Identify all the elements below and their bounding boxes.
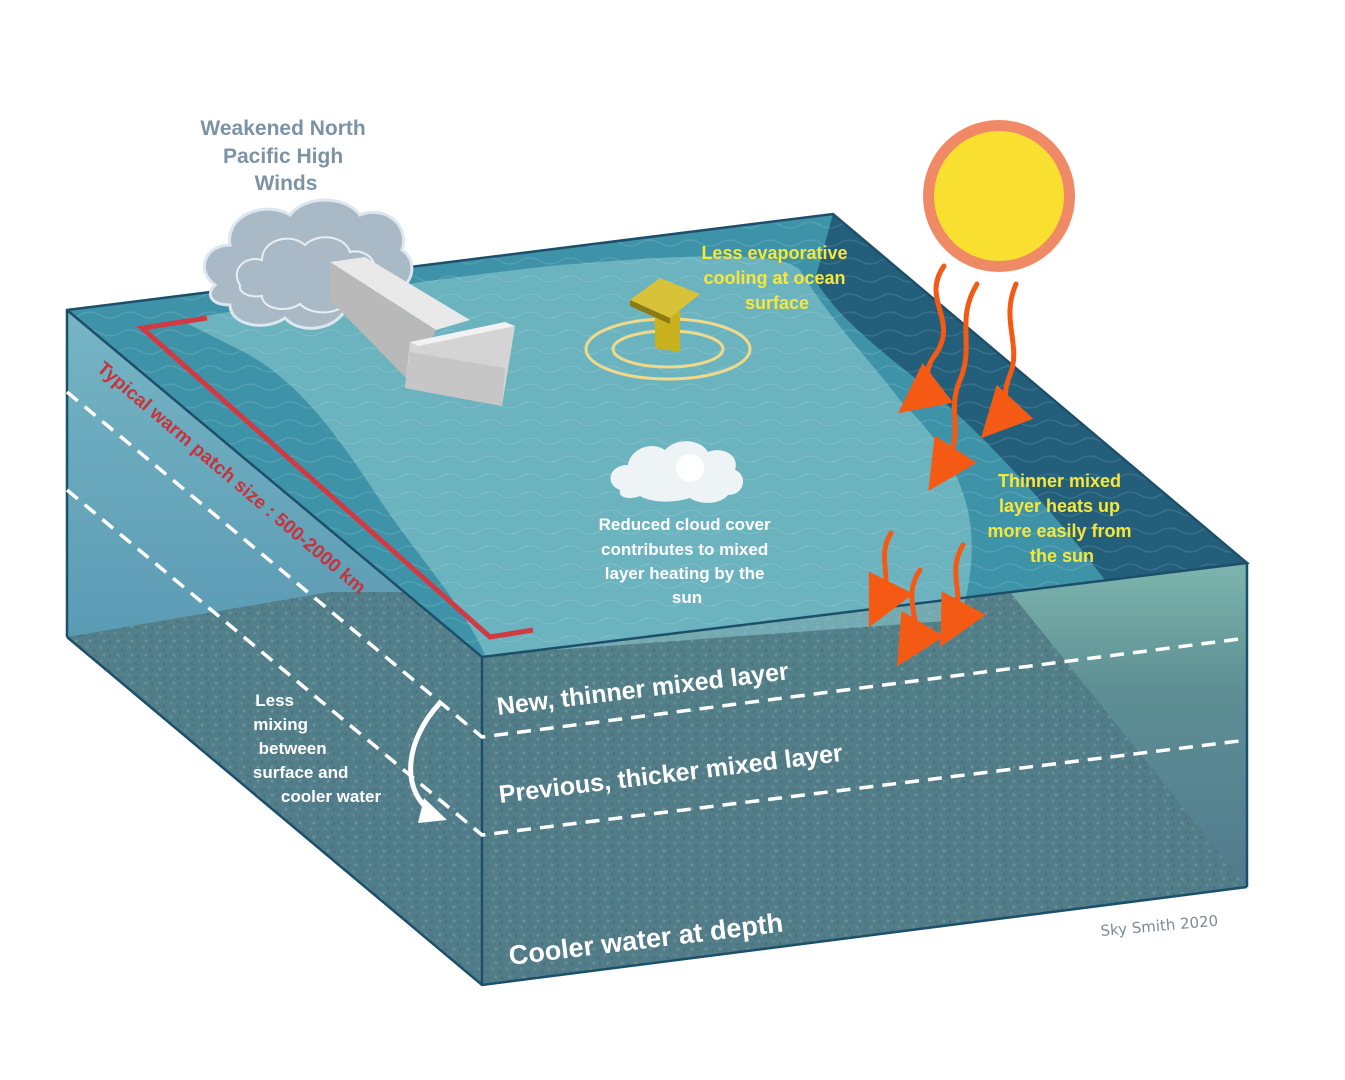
mixing-label: Less mixing between surface and cooler w… [253,691,382,806]
sun-icon [921,118,1077,274]
winds-label: Weakened North Pacific High Winds [200,117,371,195]
evaporation-label: Less evaporative cooling at ocean surfac… [701,243,852,313]
seafloor-gravel [67,592,1247,985]
cloud-cover-label: Reduced cloud cover contributes to mixed… [599,515,776,607]
sun-rays [868,263,1034,667]
evaporation-arrow-icon [630,278,700,352]
reduced-cloud-icon [610,441,744,503]
wind-arrow [330,257,515,406]
patch-size-bracket [136,315,534,640]
thinner-layer-label: Thinner mixed layer heats up more easily… [987,471,1136,566]
box-edges [65,212,1250,987]
new-layer-boundary [65,390,1248,739]
credit-label: Sky Smith 2020 [1100,912,1219,940]
previous-layer-boundary [65,488,1248,837]
layer-boundaries [65,390,1248,837]
